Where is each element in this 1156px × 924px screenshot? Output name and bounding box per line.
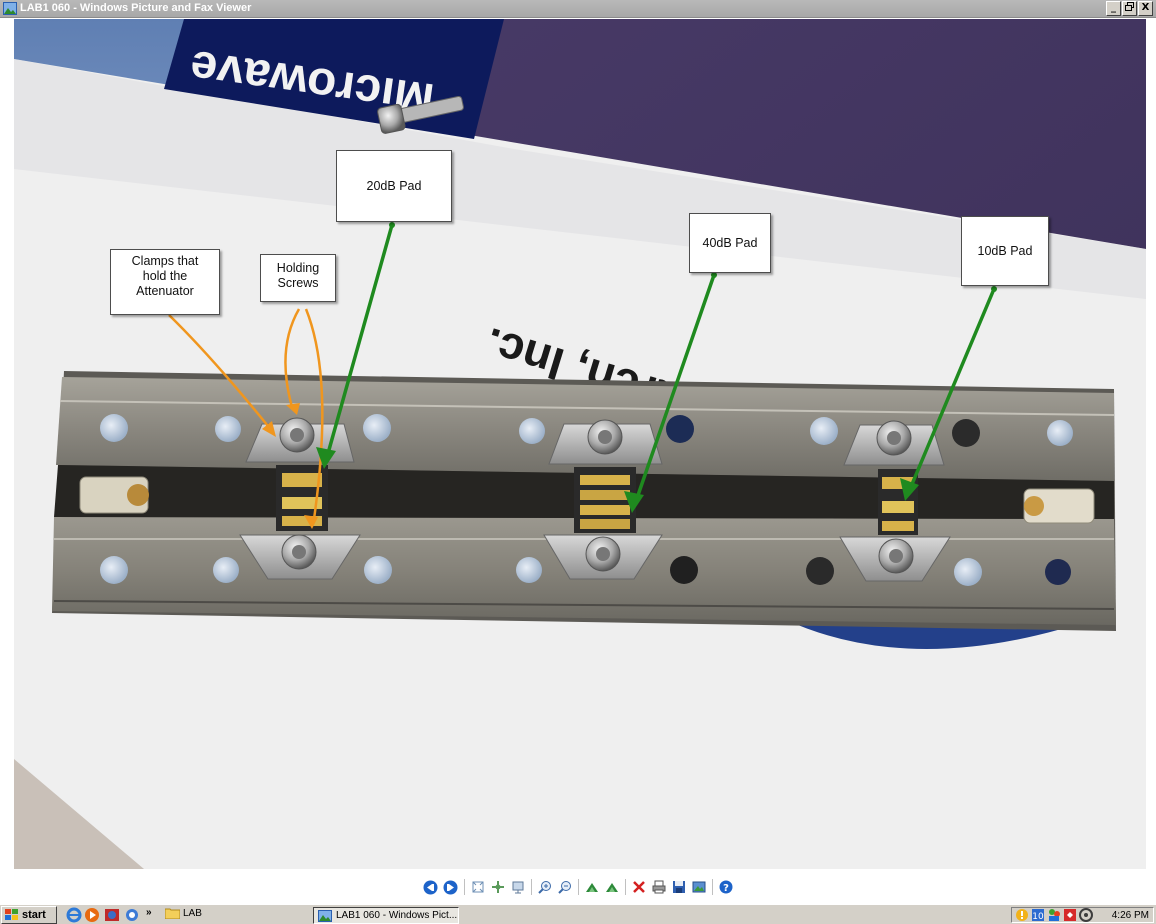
orange-leader-lines xyxy=(168,308,324,520)
green-arrows xyxy=(325,224,996,502)
photo-app-icon[interactable] xyxy=(104,907,120,923)
actual-size-icon[interactable] xyxy=(490,879,506,895)
taskbar: start » LAB LAB1 060 - Windows Pict... 1… xyxy=(0,904,1156,924)
window-title-bar[interactable]: LAB1 060 - Windows Picture and Fax Viewe… xyxy=(0,0,1156,18)
folder-icon xyxy=(165,908,180,919)
window-title: LAB1 060 - Windows Picture and Fax Viewe… xyxy=(20,2,252,14)
start-button[interactable]: start xyxy=(1,906,57,924)
attenuator-photo: Microwave Research, Inc. xyxy=(14,19,1146,869)
callout-screws-line2: Screws xyxy=(277,276,319,290)
users-icon[interactable] xyxy=(1047,908,1061,922)
toolbar-separator xyxy=(463,879,465,895)
security-shield-icon[interactable] xyxy=(1015,908,1029,922)
toolbar-separator xyxy=(711,879,713,895)
help-icon[interactable]: ? xyxy=(718,879,734,895)
restore-icon xyxy=(1125,2,1134,11)
callout-clamps-line3: Attenuator xyxy=(136,284,194,298)
clock: 4:26 PM xyxy=(1111,909,1149,921)
start-label: start xyxy=(22,909,46,921)
windows-flag-icon xyxy=(5,909,18,920)
minimize-button[interactable]: _ xyxy=(1106,1,1121,16)
save-icon[interactable] xyxy=(671,879,687,895)
taskbar-window-label: LAB1 060 - Windows Pict... xyxy=(336,910,458,921)
toolbar-separator xyxy=(624,879,626,895)
callout-clamps: Clamps that hold the Attenuator xyxy=(110,249,220,315)
callout-clamps-line1: Clamps that xyxy=(131,254,199,268)
taskbar-window-button[interactable]: LAB1 060 - Windows Pict... xyxy=(313,907,459,924)
clamps xyxy=(239,417,951,582)
viewer-toolbar: ? xyxy=(0,872,1156,902)
print-icon[interactable] xyxy=(651,879,667,895)
internet-explorer-icon[interactable] xyxy=(66,907,82,923)
system-tray: 10 4:26 PM xyxy=(1011,907,1154,923)
media-player-icon[interactable] xyxy=(84,907,100,923)
callout-clamps-line2: hold the xyxy=(142,269,188,283)
picture-viewer-icon xyxy=(318,909,332,922)
zoom-out-icon[interactable] xyxy=(557,879,573,895)
search-app-icon[interactable] xyxy=(124,907,140,923)
mounting-holes xyxy=(100,414,1073,586)
slideshow-icon[interactable] xyxy=(510,879,526,895)
network-icon[interactable]: 10 xyxy=(1031,908,1045,922)
delete-icon[interactable] xyxy=(631,879,647,895)
quicklaunch-chevron[interactable]: » xyxy=(146,907,152,918)
callout-10db-pad: 10dB Pad xyxy=(961,216,1049,286)
toolbar-separator xyxy=(530,879,532,895)
svg-text:?: ? xyxy=(723,883,729,894)
callout-screws-line1: Holding xyxy=(276,261,320,275)
close-button[interactable]: X xyxy=(1138,1,1153,16)
callout-screws: Holding Screws xyxy=(260,254,336,302)
zoom-in-icon[interactable] xyxy=(537,879,553,895)
callout-20db-pad: 20dB Pad xyxy=(336,150,452,222)
toolbar-separator xyxy=(577,879,579,895)
svg-text:10: 10 xyxy=(1032,912,1044,922)
rotate-counterclockwise-icon[interactable] xyxy=(604,879,620,895)
edit-icon[interactable] xyxy=(691,879,707,895)
photo-drawing: Microwave Research, Inc. xyxy=(14,19,1146,869)
picture-viewer-icon xyxy=(3,2,17,15)
rotate-clockwise-icon[interactable] xyxy=(584,879,600,895)
best-fit-icon[interactable] xyxy=(470,879,486,895)
next-image-icon[interactable] xyxy=(443,879,459,895)
lab-folder-button[interactable]: LAB xyxy=(165,907,202,919)
image-viewer-area[interactable]: Microwave Research, Inc. xyxy=(0,19,1156,871)
callout-40db-pad: 40dB Pad xyxy=(689,213,771,273)
previous-image-icon[interactable] xyxy=(423,879,439,895)
lab-folder-label: LAB xyxy=(183,907,202,919)
sync-icon[interactable] xyxy=(1079,908,1093,922)
restore-button[interactable] xyxy=(1122,1,1137,16)
antivirus-icon[interactable] xyxy=(1063,908,1077,922)
